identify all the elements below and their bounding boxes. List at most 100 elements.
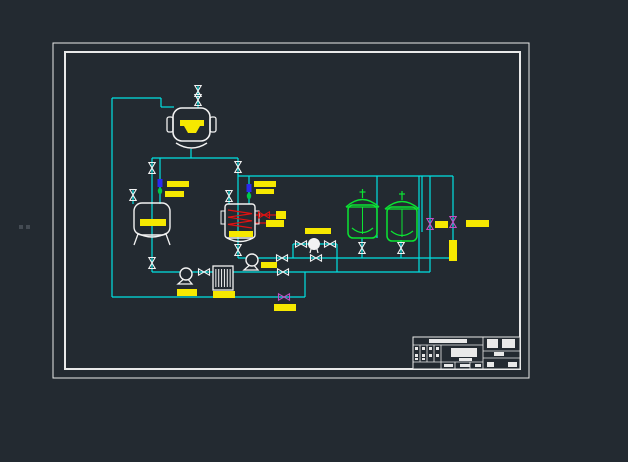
title-block-text-blob xyxy=(429,339,467,343)
instrument-blue-block xyxy=(157,179,163,187)
title-block-text-blob xyxy=(475,364,481,367)
vessel-body xyxy=(133,202,171,236)
instrument-green-dot xyxy=(157,187,163,195)
tag-label[interactable] xyxy=(229,231,253,237)
pump-leg xyxy=(316,248,319,254)
vessel-body xyxy=(347,204,378,239)
title-block-text-blob xyxy=(415,354,418,357)
title-block-text-blob xyxy=(459,358,472,361)
tag-label[interactable] xyxy=(466,220,489,227)
tag-label[interactable] xyxy=(256,189,274,194)
funnel-mark[interactable] xyxy=(184,126,200,133)
title-block-text-blob xyxy=(508,362,517,367)
valve-icon[interactable] xyxy=(128,188,138,202)
tag-label[interactable] xyxy=(213,291,235,298)
stray-dot xyxy=(19,225,23,229)
filter-shell xyxy=(212,265,234,291)
title-block-text-blob xyxy=(494,352,504,356)
tag-label[interactable] xyxy=(140,219,166,226)
valve-icon[interactable] xyxy=(147,256,157,270)
tag-label[interactable] xyxy=(274,304,296,311)
pump-leg xyxy=(309,248,312,254)
frame-outer-border xyxy=(52,42,530,379)
vessel-lug-left xyxy=(166,116,174,133)
vessel-lug-left xyxy=(220,210,226,225)
valve-icon[interactable] xyxy=(197,267,211,277)
heating-coil xyxy=(227,209,253,229)
tag-label[interactable] xyxy=(180,120,204,126)
vessel-leg xyxy=(165,233,171,246)
instrument-mark[interactable] xyxy=(246,184,252,200)
valve-icon[interactable] xyxy=(147,161,157,175)
tag-label[interactable] xyxy=(261,262,277,268)
instrument-blue-block xyxy=(246,184,252,192)
tag-label[interactable] xyxy=(254,181,276,187)
vessel-body xyxy=(386,206,418,242)
filter-unit[interactable] xyxy=(212,265,234,291)
green-tank-2[interactable] xyxy=(384,191,420,242)
valve-icon[interactable] xyxy=(357,241,367,255)
valve-icon[interactable] xyxy=(193,93,203,107)
valve-icon[interactable] xyxy=(323,239,337,249)
valve-icon[interactable] xyxy=(425,217,435,231)
valve-icon[interactable] xyxy=(277,292,291,302)
valve-icon[interactable] xyxy=(275,253,289,263)
tag-label[interactable] xyxy=(435,221,448,228)
title-block-text-blob xyxy=(436,354,439,357)
tag-label[interactable] xyxy=(276,211,286,219)
title-block xyxy=(412,336,521,370)
tag-label[interactable] xyxy=(167,181,189,187)
title-block-text-blob xyxy=(444,364,453,367)
tag-label[interactable] xyxy=(449,240,457,261)
valve-icon[interactable] xyxy=(193,84,203,98)
valve-icon[interactable] xyxy=(233,160,243,174)
tag-label[interactable] xyxy=(266,220,284,227)
valve-icon[interactable] xyxy=(257,210,271,220)
inner-dish xyxy=(390,230,414,237)
vessel-dome-lid xyxy=(384,200,420,210)
heated-tank[interactable] xyxy=(220,203,260,243)
title-block-text-blob xyxy=(415,347,418,350)
tag-label[interactable] xyxy=(165,191,184,197)
title-block-text-blob xyxy=(436,347,439,350)
storage-tank-left[interactable] xyxy=(133,202,171,246)
tag-label[interactable] xyxy=(305,228,331,234)
pump-2[interactable] xyxy=(242,253,260,271)
pump-casing xyxy=(179,267,193,281)
valve-icon[interactable] xyxy=(294,239,308,249)
vessel-leg xyxy=(133,233,139,246)
valve-icon[interactable] xyxy=(224,189,234,203)
instrument-mark[interactable] xyxy=(157,179,163,195)
pump-1[interactable] xyxy=(176,267,194,285)
valve-icon[interactable] xyxy=(233,243,243,257)
instrument-green-dot xyxy=(246,192,252,200)
circulation-pump[interactable] xyxy=(308,238,320,254)
title-block-text-blob xyxy=(451,348,477,357)
valve-icon[interactable] xyxy=(276,267,290,277)
vessel-bottom-dish xyxy=(175,142,208,149)
valve-icon[interactable] xyxy=(448,215,458,229)
title-block-text-blob xyxy=(502,339,515,348)
tag-label[interactable] xyxy=(177,289,197,296)
vessel-dome-lid xyxy=(345,198,380,208)
valve-icon[interactable] xyxy=(396,241,406,255)
title-block-text-blob xyxy=(487,362,494,367)
pump-casing xyxy=(245,253,259,267)
title-block-text-blob xyxy=(415,358,418,360)
vessel-lug-right xyxy=(209,116,217,133)
inner-dish xyxy=(351,227,374,234)
green-tank-1[interactable] xyxy=(345,189,380,239)
pump-base xyxy=(176,276,194,285)
title-block-text-blob xyxy=(487,339,498,348)
valve-icon[interactable] xyxy=(309,253,323,263)
title-block-text-blob xyxy=(422,354,425,357)
mixing-tank-top[interactable] xyxy=(166,107,217,149)
vessel-bottom-dish xyxy=(136,232,168,238)
stray-dot xyxy=(26,225,30,229)
pump-casing xyxy=(308,238,320,250)
title-block-text-blob xyxy=(422,358,425,360)
title-block-text-blob xyxy=(422,347,425,350)
vessel-bottom-dish xyxy=(226,237,254,243)
